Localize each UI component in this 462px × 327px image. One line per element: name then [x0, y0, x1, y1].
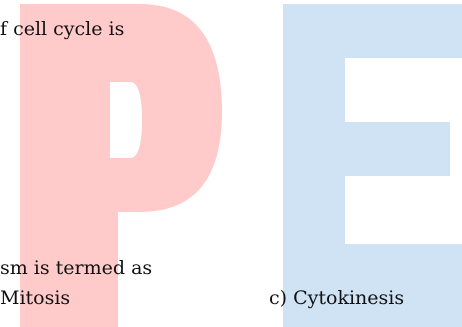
watermark-letter-e: [283, 4, 462, 327]
watermark-letter-p: [20, 4, 222, 327]
text-line-termed-as: sm is termed as: [0, 257, 153, 279]
option-c-cytokinesis: c) Cytokinesis: [269, 287, 405, 309]
option-b-mitosis: Mitosis: [0, 287, 71, 309]
text-line-cell-cycle: f cell cycle is: [0, 18, 125, 40]
